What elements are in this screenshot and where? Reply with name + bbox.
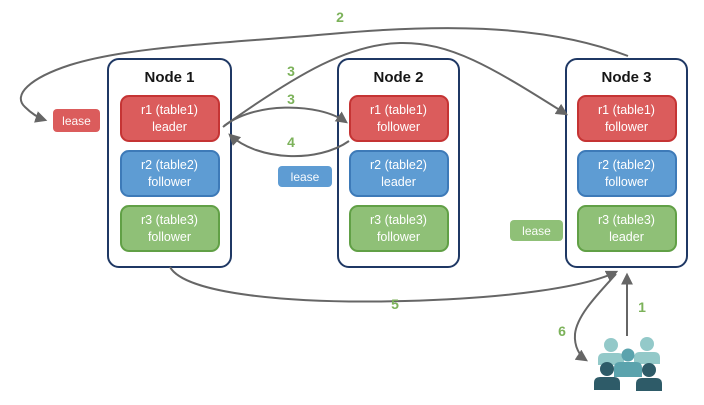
node1-replica-r2: r2 (table2) follower bbox=[119, 150, 220, 197]
step-label-1: 1 bbox=[638, 299, 646, 315]
lease-badge-r3: lease bbox=[510, 220, 563, 241]
replica-name: r3 (table3) bbox=[598, 213, 655, 228]
replica-name: r3 (table3) bbox=[141, 213, 198, 228]
replica-name: r1 (table1) bbox=[141, 103, 198, 118]
replica-role: follower bbox=[604, 119, 649, 134]
node2-replica-r3: r3 (table3) follower bbox=[348, 205, 449, 252]
replica-name: r3 (table3) bbox=[370, 213, 427, 228]
replica-name: r2 (table2) bbox=[598, 158, 655, 173]
replica-role: follower bbox=[376, 229, 421, 244]
arrow-step3-node1-to-node2 bbox=[222, 106, 348, 128]
node1-replica-r3: r3 (table3) follower bbox=[119, 205, 220, 252]
step-label-4: 4 bbox=[287, 134, 295, 150]
replica-role: leader bbox=[381, 174, 416, 189]
replica-role: follower bbox=[147, 229, 192, 244]
replica-name: r1 (table1) bbox=[598, 103, 655, 118]
node-1-box: Node 1 r1 (table1) leader r2 (table2) fo… bbox=[107, 58, 232, 268]
user-back-right bbox=[634, 337, 660, 364]
lease-badge-r1: lease bbox=[53, 109, 100, 132]
step-label-3a: 3 bbox=[287, 63, 295, 79]
replica-role: follower bbox=[147, 174, 192, 189]
replica-name: r2 (table2) bbox=[141, 158, 198, 173]
replica-role: follower bbox=[376, 119, 421, 134]
replica-role: leader bbox=[609, 229, 644, 244]
replica-name: r1 (table1) bbox=[370, 103, 427, 118]
user-middle bbox=[614, 348, 642, 377]
replica-role: follower bbox=[604, 174, 649, 189]
node-1-title: Node 1 bbox=[144, 69, 195, 86]
node3-replica-r3: r3 (table3) leader bbox=[576, 205, 677, 252]
node-2-title: Node 2 bbox=[373, 69, 424, 86]
node2-replica-r1: r1 (table1) follower bbox=[348, 95, 449, 142]
node2-replica-r2: r2 (table2) leader bbox=[348, 150, 449, 197]
users-group-icon bbox=[594, 337, 662, 391]
node-3-title: Node 3 bbox=[601, 69, 652, 86]
node-3-box: Node 3 r1 (table1) follower r2 (table2) … bbox=[565, 58, 688, 268]
user-back-left bbox=[598, 338, 624, 365]
node3-replica-r1: r1 (table1) follower bbox=[576, 95, 677, 142]
node-2-box: Node 2 r1 (table1) follower r2 (table2) … bbox=[337, 58, 460, 268]
user-front-left bbox=[594, 362, 620, 390]
lease-badge-r2: lease bbox=[278, 166, 332, 187]
user-front-right bbox=[636, 363, 662, 391]
step-label-5: 5 bbox=[391, 296, 399, 312]
step-label-3b: 3 bbox=[287, 91, 295, 107]
node1-replica-r1: r1 (table1) leader bbox=[119, 95, 220, 142]
replica-name: r2 (table2) bbox=[370, 158, 427, 173]
node3-replica-r2: r2 (table2) follower bbox=[576, 150, 677, 197]
replica-role: leader bbox=[152, 119, 187, 134]
step-label-2: 2 bbox=[336, 9, 344, 25]
step-label-6: 6 bbox=[558, 323, 566, 339]
